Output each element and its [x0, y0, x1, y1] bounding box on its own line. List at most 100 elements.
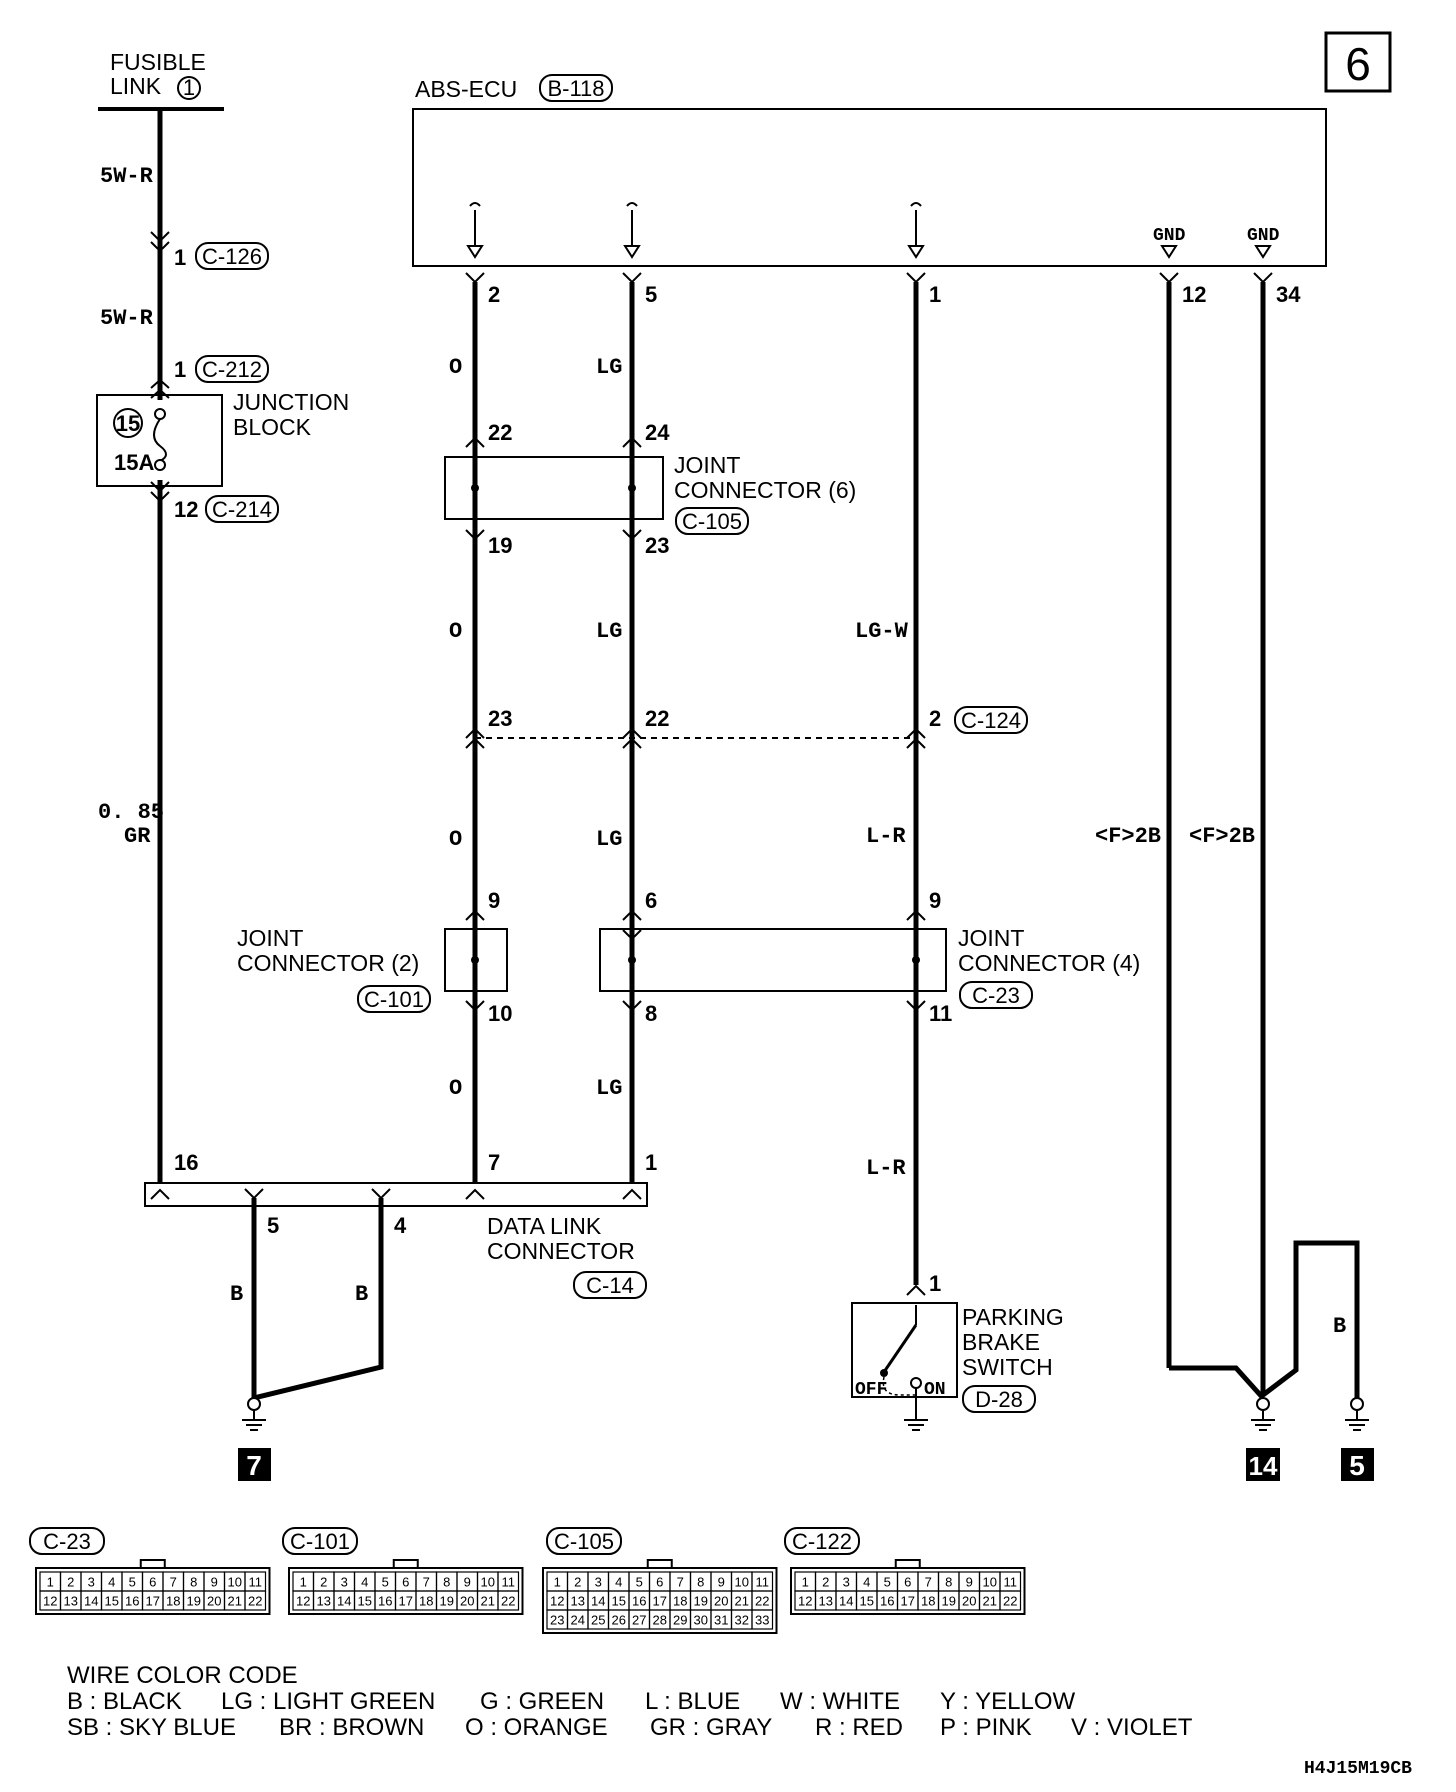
- connector-cell-label: 27: [632, 1613, 646, 1628]
- connector-cell-label: 26: [612, 1613, 626, 1628]
- pin-c124-lgw: 2: [929, 706, 941, 731]
- connector-cell-label: 6: [656, 1575, 663, 1590]
- ground-symbol-5: [1345, 1397, 1369, 1431]
- connector-face-id: C-101: [290, 1529, 350, 1554]
- wire-label-o-4: O: [449, 1076, 462, 1101]
- connector-cell-label: 5: [382, 1575, 389, 1590]
- ground-ref-box-7: [238, 1448, 271, 1481]
- connector-cell-label: 23: [550, 1613, 564, 1628]
- connector-cell-label: 9: [718, 1575, 725, 1590]
- connector-tag-c212: C-212: [195, 355, 269, 383]
- svg-text:C-23: C-23: [972, 983, 1020, 1008]
- pbs-label2: BRAKE: [962, 1329, 1040, 1355]
- color-code-p: P : PINK: [940, 1714, 1032, 1741]
- color-code-o: O : ORANGE: [465, 1714, 608, 1741]
- connector-cell-label: 17: [901, 1594, 915, 1609]
- color-code-w: W : WHITE: [780, 1688, 900, 1715]
- connector-cell-label: 20: [714, 1594, 728, 1609]
- connector-cell-label: 8: [190, 1575, 197, 1590]
- pin-ecu-gnd2: 34: [1276, 282, 1301, 307]
- wire-label-b-1: B: [230, 1282, 243, 1307]
- wire-label-lg-1: LG: [596, 355, 622, 380]
- pbs-off-label: OFF: [855, 1380, 887, 1400]
- connector-cell-label: 9: [966, 1575, 973, 1590]
- wire-label-o-1: O: [449, 355, 462, 380]
- wire-label-o-3: O: [449, 827, 462, 852]
- color-code-sb: SB : SKY BLUE: [67, 1714, 236, 1741]
- svg-text:C-212: C-212: [202, 357, 262, 382]
- connector-cell-label: 29: [673, 1613, 687, 1628]
- color-code-g: G : GREEN: [480, 1688, 604, 1715]
- connector-cell-label: 14: [839, 1594, 853, 1609]
- data-link-connector: [144, 1182, 648, 1207]
- dlc-label1: DATA LINK: [487, 1213, 602, 1239]
- connector-cell-label: 1: [802, 1575, 809, 1590]
- ecu-pin-chevrons: [465, 272, 1273, 284]
- connector-cell-label: 17: [399, 1594, 413, 1609]
- pin-jc6-o-in: 22: [488, 420, 512, 445]
- connector-cell-label: 6: [149, 1575, 156, 1590]
- pin-ecu-gnd1: 12: [1182, 282, 1206, 307]
- svg-text:C-14: C-14: [586, 1273, 634, 1298]
- fusible-link-number-circle: [177, 76, 201, 100]
- connector-cell-label: 11: [1004, 1575, 1018, 1590]
- connector-cell-label: 13: [64, 1594, 78, 1609]
- wire-label-gr-1: 0. 85: [98, 800, 164, 825]
- connector-tag-c14: C-14: [573, 1271, 647, 1299]
- color-code-b: B : BLACK: [67, 1688, 182, 1715]
- connector-cell-label: 15: [105, 1594, 119, 1609]
- connector-cell-label: 13: [819, 1594, 833, 1609]
- pbs-label3: SWITCH: [962, 1354, 1053, 1380]
- svg-text:C-214: C-214: [212, 497, 272, 522]
- ecu-internal-terminals: [466, 202, 1272, 259]
- connector-face-id: C-23: [43, 1529, 91, 1554]
- connector-cell-label: 8: [697, 1575, 704, 1590]
- connector-face-tag: [29, 1527, 105, 1555]
- connector-face-tag: [282, 1527, 358, 1555]
- connector-cell-label: 18: [921, 1594, 935, 1609]
- wire-label-o-2: O: [449, 619, 462, 644]
- connector-cell-label: 28: [653, 1613, 667, 1628]
- connector-cell-label: 30: [694, 1613, 708, 1628]
- color-code-r: R : RED: [815, 1714, 903, 1741]
- connector-cell-label: 16: [880, 1594, 894, 1609]
- pin-ecu-o: 2: [488, 282, 500, 307]
- wire-color-code-title: WIRE COLOR CODE: [67, 1662, 298, 1689]
- fuse-number: 15: [116, 411, 140, 436]
- ecu-gnd1-label: GND: [1153, 226, 1186, 246]
- color-code-v: V : VIOLET: [1071, 1714, 1193, 1741]
- connector-cell-label: 20: [962, 1594, 976, 1609]
- wire-label-5wr-1: 5W-R: [100, 164, 154, 189]
- connector-cell: [751, 1609, 774, 1630]
- jc6-label1: JOINT: [674, 452, 740, 478]
- wire-label-lr-2: L-R: [866, 1156, 906, 1181]
- connector-cell-label: 4: [863, 1575, 870, 1590]
- ground-ref-box-5: [1341, 1448, 1374, 1481]
- connector-cell-label: 9: [211, 1575, 218, 1590]
- connector-cell-label: 7: [925, 1575, 932, 1590]
- connector-face-latch: [139, 1559, 166, 1569]
- connector-face-tag: [784, 1527, 860, 1555]
- connector-cell-label: 5: [129, 1575, 136, 1590]
- jc2-label1: JOINT: [237, 925, 303, 951]
- dlc-label2: CONNECTOR: [487, 1238, 635, 1264]
- connector-tag-d28: D-28: [962, 1385, 1036, 1413]
- wire-label-f2b-2: <F>2B: [1189, 824, 1255, 849]
- pin-dlc-4: 4: [394, 1213, 407, 1238]
- connector-cell-label: 11: [502, 1575, 516, 1590]
- jc6-label2: CONNECTOR (6): [674, 477, 856, 503]
- connector-cell-label: 12: [798, 1594, 812, 1609]
- color-code-y: Y : YELLOW: [940, 1688, 1076, 1715]
- joint-connector-6: [444, 436, 664, 541]
- connector-cell-label: 11: [756, 1575, 770, 1590]
- connector-cell-label: 14: [591, 1594, 605, 1609]
- pin-dlc-16: 16: [174, 1150, 198, 1175]
- svg-text:C-126: C-126: [202, 244, 262, 269]
- connector-cell-label: 21: [983, 1594, 997, 1609]
- fusible-link-number: 1: [183, 75, 195, 100]
- connector-cell-label: 20: [207, 1594, 221, 1609]
- connector-cell-label: 8: [945, 1575, 952, 1590]
